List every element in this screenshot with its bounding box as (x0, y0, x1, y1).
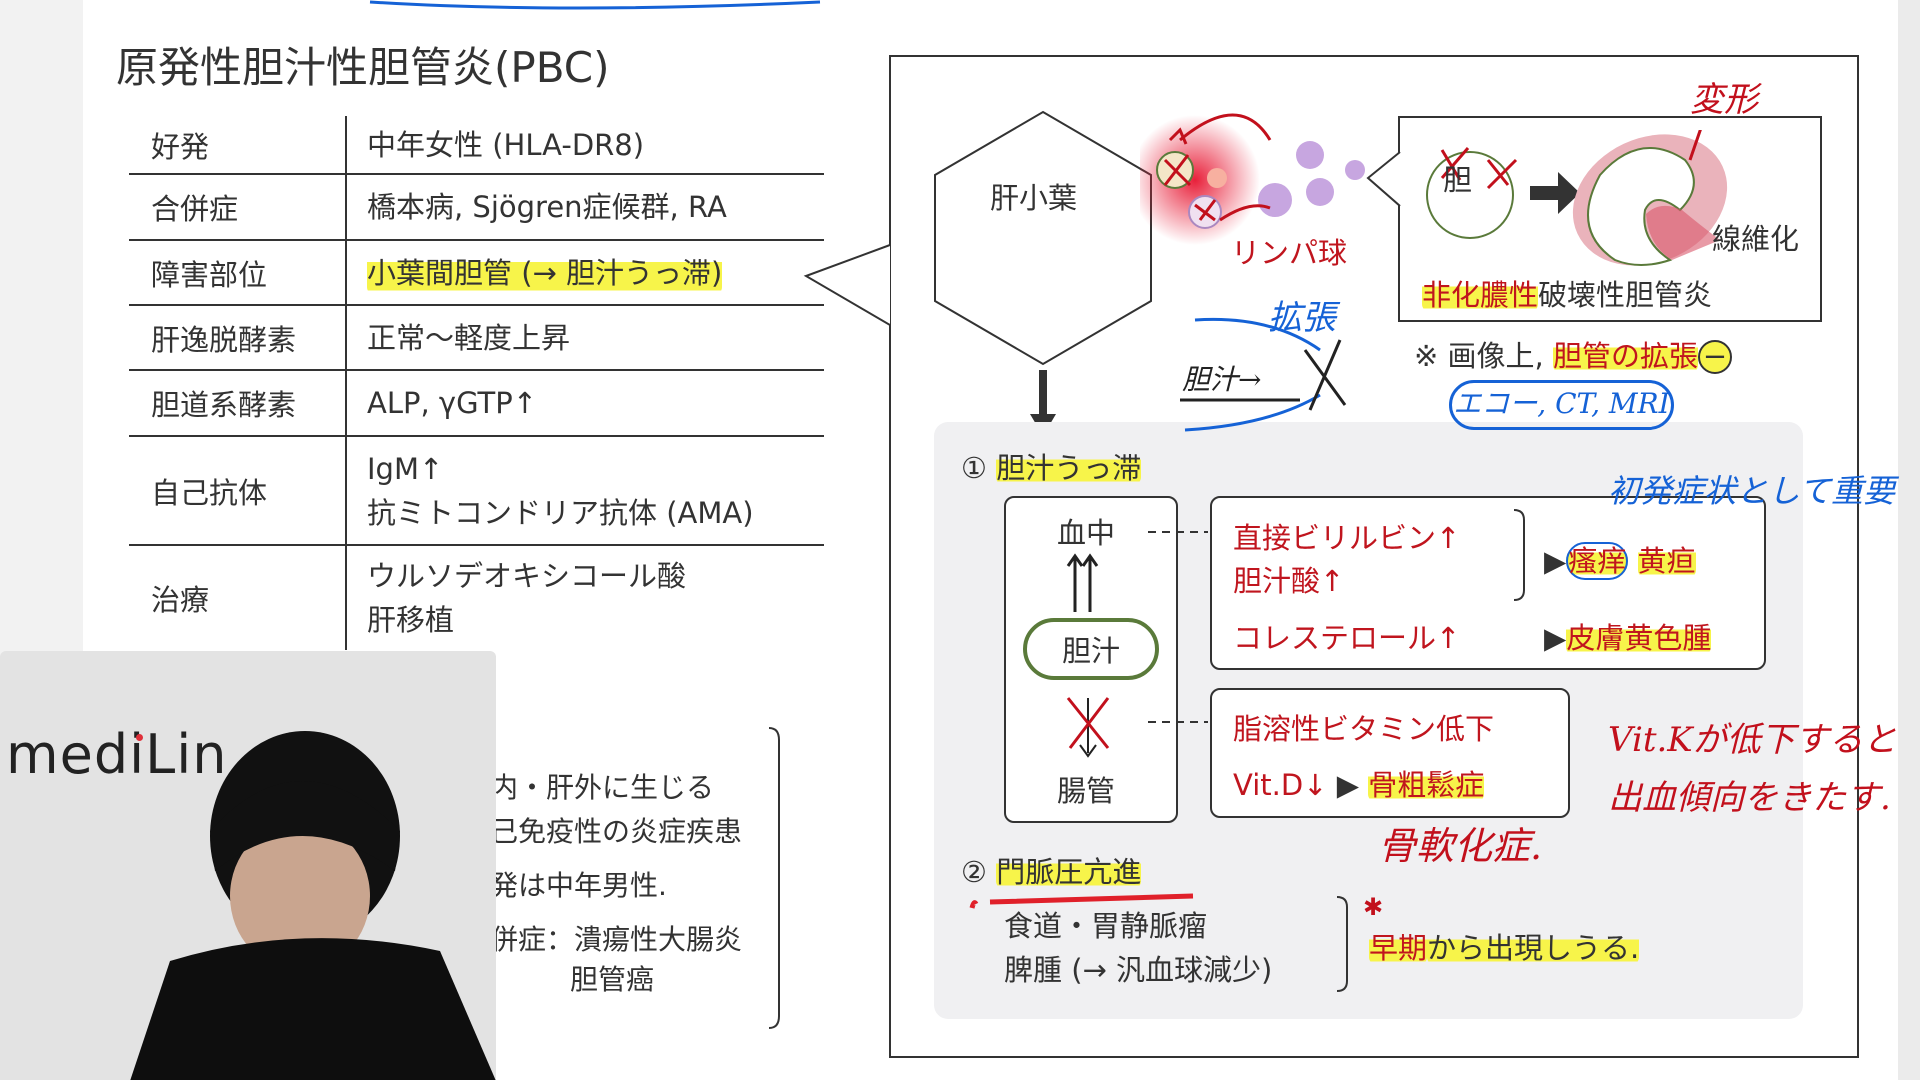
bracket (1336, 896, 1348, 992)
handwriting-bile-arrow: 胆汁→ (1182, 363, 1262, 396)
caption-rest: 破壊性胆管炎 (1538, 278, 1713, 312)
osteoporosis: 骨粗鬆症 (1368, 768, 1485, 802)
table-row: 障害部位小葉間胆管 (→ 胆汁うっ滞) (129, 241, 824, 306)
presenter-silhouette (130, 731, 496, 1080)
note-red: 早期 (1369, 931, 1428, 965)
note-line: 内・肝外に生じる (490, 771, 715, 804)
diagram-frame (889, 55, 1859, 1058)
table-row: 胆道系酵素 ALP, γGTP↑ (129, 371, 824, 437)
liver-lobule-hexagon (934, 110, 1152, 366)
handwriting-vitk-2: 出血傾向をきたす. (1608, 778, 1891, 818)
jaundice: 黄疸 (1637, 544, 1696, 578)
bracket (1513, 509, 1525, 601)
right-margin (1898, 0, 1920, 1080)
result-xanthoma: ▶皮膚黄色腫 (1544, 615, 1712, 657)
inset-caption: 非化膿性破壊性胆管炎 (1422, 272, 1712, 314)
triangle-right-icon: ▶ (1544, 544, 1567, 578)
blood-label: 血中 (1057, 516, 1116, 550)
row-label: 肝逸脱酵素 (129, 306, 347, 369)
row-value: 正常〜軽度上昇 (367, 320, 571, 355)
callout-pointer (803, 244, 891, 326)
medilink-logo: mediLin (6, 723, 228, 786)
handwriting-imaging: エコー, CT, MRI (1449, 380, 1674, 430)
vit-d: Vit.D↓ (1233, 768, 1328, 802)
bile-duct-label: 胆 (1443, 163, 1473, 197)
bracket (768, 727, 780, 1029)
note-prefix: ※ 画像上, (1414, 339, 1553, 373)
red-underline-annotation (969, 893, 1194, 909)
row-value: 橋本病, Sjögren症候群, RA (367, 190, 727, 224)
handwritten-bile-duct-sketch (1180, 317, 1347, 432)
minus-circle-icon: − (1697, 340, 1732, 374)
splenomegaly: 脾腫 (→ 汎血球減少) (1004, 953, 1273, 987)
handwriting-dilate: 拡張 (1268, 298, 1336, 338)
page-title: 原発性胆汁性胆管炎(PBC) (116, 43, 610, 92)
handwriting-vitk-1: Vit.Kが低下すると (1608, 720, 1897, 760)
early-onset-note: 早期から出現しうる. (1369, 925, 1640, 967)
dashed-connectors (1148, 531, 1208, 723)
row-label: 障害部位 (129, 241, 347, 304)
handwriting-deform: 変形 (1690, 80, 1758, 120)
partial-annotation (369, 0, 821, 10)
intestine-label: 腸管 (1057, 774, 1116, 808)
flow-arrows (1066, 553, 1110, 758)
handwriting-osteomalacia: 骨軟化症. (1378, 824, 1543, 868)
pruritus: 瘙痒 (1566, 542, 1629, 580)
summary-table: 好発中年女性 (HLA-DR8) 合併症橋本病, Sjögren症候群, RA … (129, 116, 824, 650)
bile-pill: 胆汁 (1023, 618, 1159, 680)
psc-notes: 内・肝外に生じる 己免疫性の炎症疾患 発は中年男性. 併症：潰瘍性大腸炎 胆管癌 (490, 768, 742, 1000)
row-value: ALP, γGTP↑ (367, 386, 538, 420)
fat-soluble-vitamin: 脂溶性ビタミン低下 (1233, 712, 1495, 746)
row-value: 中年女性 (HLA-DR8) (367, 127, 645, 162)
section1-heading: ① 胆汁うっ滞 (961, 445, 1142, 487)
direct-bilirubin: 直接ビリルビン↑ (1233, 521, 1461, 555)
handwriting-initial-symptom: 初発症状として重要 (1608, 472, 1896, 510)
row-label: 合併症 (129, 175, 347, 239)
triangle-right-icon: ▶ (1336, 768, 1360, 802)
lymphocyte-attack-illustration (1140, 113, 1365, 245)
table-row: 治療ウルソデオキシコール酸肝移植 (129, 546, 824, 650)
cholesterol: コレステロール↑ (1233, 621, 1461, 655)
triangle-right-icon: ▶ (1544, 621, 1567, 655)
table-row: 合併症橋本病, Sjögren症候群, RA (129, 175, 824, 241)
note-rest: から出現しうる. (1427, 931, 1640, 965)
row-value: 小葉間胆管 (→ 胆汁うっ滞) (367, 250, 723, 295)
note-red: 胆管の拡張 (1552, 339, 1698, 373)
xanthoma: 皮膚黄色腫 (1566, 621, 1712, 655)
table-row: 肝逸脱酵素正常〜軽度上昇 (129, 306, 824, 371)
note-line: 併症：潰瘍性大腸炎 (490, 923, 743, 956)
logo-dot (136, 734, 143, 741)
note-line: 発は中年男性. (490, 869, 667, 902)
lymphocyte-label: リンパ球 (1231, 236, 1348, 270)
row-label: 治療 (129, 546, 347, 650)
note-line: 己免疫性の炎症疾患 (490, 815, 743, 848)
bile-acid: 胆汁酸↑ (1233, 564, 1345, 598)
row-label: 自己抗体 (129, 437, 347, 544)
section2-heading: ② 門脈圧亢進 (961, 849, 1142, 891)
result-pruritus-jaundice: ▶瘙痒 黄疸 (1544, 538, 1696, 580)
heading-text: 胆汁うっ滞 (996, 451, 1142, 485)
heading-number: ① (961, 451, 987, 485)
star-annotation: ✱ (1363, 893, 1384, 921)
table-row: 好発中年女性 (HLA-DR8) (129, 116, 824, 175)
note-line: 胆管癌 (570, 963, 655, 996)
row-label: 胆道系酵素 (129, 371, 347, 435)
table-row: 自己抗体 IgM↑ 抗ミトコンドリア抗体 (AMA) (129, 437, 824, 546)
heading-number: ② (961, 855, 987, 889)
row-value: 肝移植 (367, 603, 455, 637)
imaging-note: ※ 画像上, 胆管の拡張− (1414, 333, 1732, 375)
varices: 食道・胃静脈瘤 (1004, 909, 1208, 943)
bile-duct-illustration (1426, 130, 1728, 266)
row-label: 好発 (129, 116, 347, 173)
row-value: ウルソデオキシコール酸 (367, 559, 687, 593)
inset-pointer (1366, 151, 1401, 207)
row-value: 抗ミトコンドリア抗体 (AMA) (367, 495, 754, 530)
row-value: IgM↑ (367, 451, 444, 486)
vitd-line: Vit.D↓ ▶ 骨粗鬆症 (1233, 762, 1485, 804)
heading-text: 門脈圧亢進 (996, 855, 1142, 889)
caption-red: 非化膿性 (1422, 278, 1539, 312)
lobule-label: 肝小葉 (990, 181, 1078, 215)
fibrosis-label: 線維化 (1712, 222, 1800, 256)
webcam-overlay: mediLin (0, 651, 496, 1080)
